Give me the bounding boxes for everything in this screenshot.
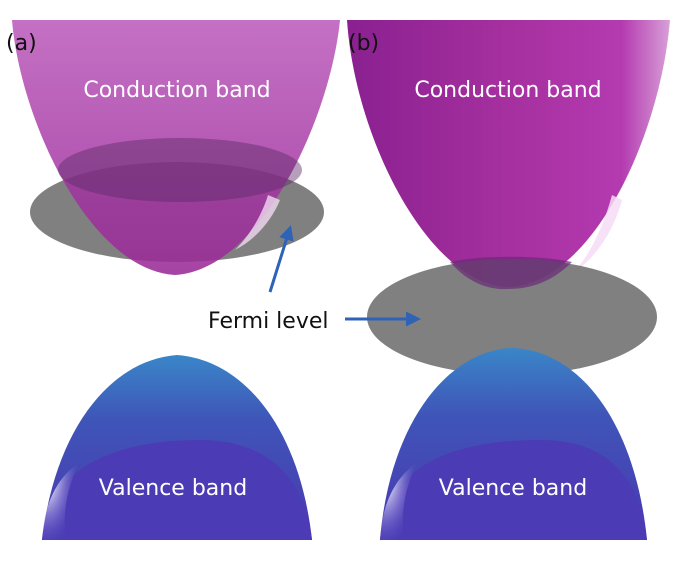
conduction-band-b-tip	[450, 256, 572, 290]
conduction-band-b-shine	[574, 195, 622, 272]
valence-band-b-inner	[380, 440, 647, 540]
panel-b: (b) Conduction band Valence band	[347, 20, 670, 540]
conduction-label-a: Conduction band	[83, 78, 270, 103]
panel-label-a: (a)	[6, 31, 37, 56]
fermi-level-label: Fermi level	[208, 309, 329, 334]
valence-band-a-inner	[42, 440, 312, 540]
fermi-annotation: Fermi level	[208, 225, 421, 334]
panel-a: (a) Conduction band Valence band	[6, 20, 340, 540]
conduction-band-a-rim	[58, 138, 302, 202]
valence-label-b: Valence band	[439, 476, 587, 501]
conduction-label-b: Conduction band	[414, 78, 601, 103]
panel-label-b: (b)	[348, 31, 379, 56]
valence-label-a: Valence band	[99, 476, 247, 501]
valence-band-b-shine	[380, 462, 418, 540]
conduction-band-b	[347, 20, 670, 287]
fermi-plane-b	[367, 259, 657, 375]
fermi-arrow-a	[268, 225, 294, 293]
valence-band-a-shine	[42, 462, 80, 540]
conduction-band-a	[12, 20, 340, 275]
conduction-band-a-shine	[235, 195, 280, 250]
